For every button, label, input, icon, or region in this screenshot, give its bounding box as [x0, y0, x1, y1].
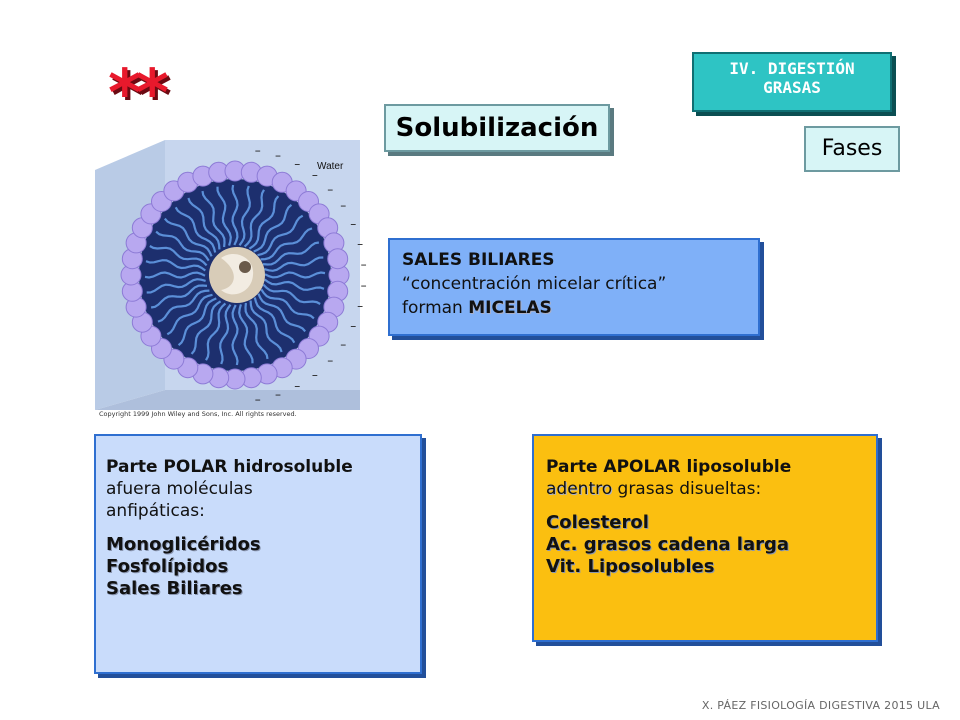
apolar-list: Colesterol Ac. grasos cadena larga Vit. …: [546, 512, 864, 578]
lipid-tail: [231, 304, 239, 366]
negative-charge: –: [294, 379, 300, 393]
list-item: Monoglicéridos: [106, 534, 261, 555]
lipid-tail: [248, 195, 280, 250]
apolar-inside-word: adentro: [546, 479, 613, 499]
lipid-tail: [205, 302, 227, 361]
footer-credit: X. PÁEZ FISIOLOGÍA DIGESTIVA 2015 ULA: [701, 699, 940, 712]
polar-list: Monoglicéridos Fosfolípidos Sales Biliar…: [106, 534, 410, 600]
negative-charge: –: [361, 279, 367, 293]
list-item: Sales Biliares: [106, 578, 243, 599]
apolar-part-box: Parte APOLAR liposoluble adentro grasas …: [532, 434, 878, 642]
lipid-tail: [257, 214, 304, 257]
water-label: Water: [317, 161, 344, 172]
lipid-tail: [150, 284, 208, 309]
lipid-tail: [249, 300, 283, 353]
water-slab-bottom: [95, 390, 360, 410]
list-item: Colesterol: [546, 512, 649, 533]
polar-line-3: anfipáticas:: [106, 501, 205, 521]
negative-charge: –: [361, 258, 367, 272]
micelles-line: forman MICELAS: [402, 296, 746, 320]
negative-charge: –: [294, 157, 300, 171]
micelles-word: MICELAS: [468, 298, 552, 318]
lipid-tail: [166, 293, 213, 336]
lipid-tail: [187, 197, 221, 250]
negative-charge: –: [340, 199, 346, 213]
negative-charge: –: [357, 299, 363, 313]
lipid-tail: [190, 300, 222, 355]
lipid-tail: [238, 185, 251, 246]
lipid-tail: [177, 297, 217, 347]
lipid-tail: [216, 186, 232, 246]
negative-charge: –: [327, 354, 333, 368]
topic-badge[interactable]: IV. DIGESTIÓN GRASAS: [692, 52, 892, 112]
negative-charges: ––––––––––––––––––: [255, 144, 367, 407]
lipid-tail: [174, 206, 217, 253]
lipid-tail: [264, 278, 325, 291]
polar-heading: Parte POLAR hidrosoluble: [106, 457, 353, 477]
negative-charge: –: [327, 182, 333, 196]
lipid-tail: [163, 217, 213, 257]
polar-part-box: Parte POLAR hidrosoluble afuera molécula…: [94, 434, 422, 674]
polar-line-2: afuera moléculas: [106, 479, 253, 499]
negative-charge: –: [312, 168, 318, 182]
lipid-tail: [243, 189, 265, 248]
topic-line-1: IV. DIGESTIÓN: [729, 59, 855, 78]
lipid-tail: [238, 304, 254, 364]
bile-salts-box: SALES BILIARES “concentración micelar cr…: [388, 238, 760, 336]
lipid-tail: [231, 184, 239, 246]
lipid-tail: [253, 297, 296, 344]
lipid-tail: [260, 288, 315, 320]
lipid-tail: [201, 190, 226, 248]
lipid-tail: [262, 241, 320, 266]
list-item: Fosfolípidos: [106, 556, 229, 577]
page-title: Solubilización: [384, 104, 610, 152]
phases-button[interactable]: Fases: [804, 126, 900, 172]
polar-head: [327, 248, 349, 270]
lipid-tail: [257, 293, 307, 333]
negative-charge: –: [312, 368, 318, 382]
polar-heads: [120, 160, 350, 390]
topic-line-2: GRASAS: [763, 78, 821, 97]
negative-charge: –: [275, 149, 281, 163]
list-item: Vit. Liposolubles: [546, 556, 715, 577]
apolar-heading: Parte APOLAR liposoluble: [546, 457, 792, 477]
bile-salts-heading: SALES BILIARES: [402, 250, 555, 270]
micelle-illustration: Water –––––––––––––––––– Copyright 1999 …: [95, 140, 370, 420]
cmc-text: “concentración micelar crítica”: [402, 274, 667, 294]
lipid-tail: [264, 271, 326, 279]
micelles-prefix: forman: [402, 298, 469, 318]
negative-charge: –: [350, 319, 356, 333]
lipid-tail: [262, 283, 321, 305]
negative-charge: –: [275, 388, 281, 402]
figure-copyright: Copyright 1999 John Wiley and Sons, Inc.…: [99, 410, 297, 418]
lipid-tail: [149, 245, 208, 267]
lipid-tail: [219, 304, 232, 365]
lipid-tail: [264, 256, 324, 272]
lipid-tail: [260, 227, 313, 261]
apolar-line-2-rest: grasas disueltas:: [612, 479, 762, 499]
lipid-tail: [244, 302, 269, 360]
lipid-tail: [253, 203, 293, 253]
negative-charge: –: [255, 144, 261, 158]
asterisks-mark: **: [108, 57, 169, 131]
apolar-line-2: adentro grasas disueltas:: [546, 478, 864, 500]
lipid-tail: [146, 278, 206, 294]
lipid-tail: [145, 259, 206, 272]
lipid-core: [209, 247, 265, 303]
lipid-tail: [157, 289, 210, 323]
negative-charge: –: [350, 217, 356, 231]
negative-charge: –: [357, 237, 363, 251]
lipid-tail: [144, 271, 206, 279]
negative-charge: –: [255, 392, 261, 406]
micelle-diagram: Water ––––––––––––––––––: [95, 140, 367, 410]
lipid-tail: [155, 230, 210, 262]
negative-charge: –: [340, 337, 346, 351]
list-item: Ac. grasos cadena larga: [546, 534, 790, 555]
